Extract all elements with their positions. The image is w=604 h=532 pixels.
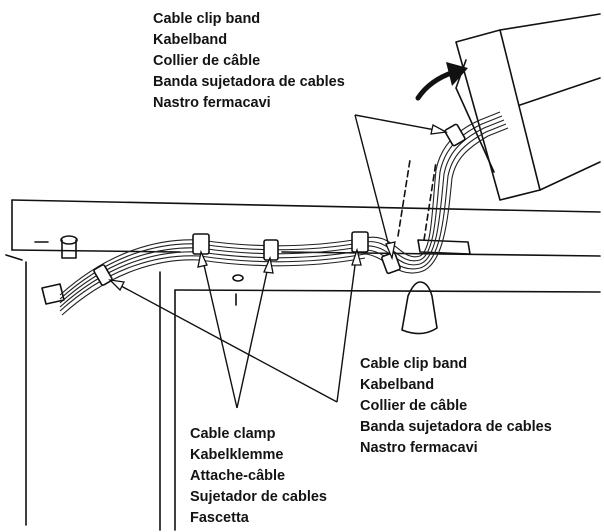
cable-clip-top (444, 123, 466, 147)
dashed-guide-2 (423, 161, 437, 241)
label-line: Cable clip band (360, 356, 468, 372)
rotate-arrow-icon (415, 62, 468, 101)
cable-harness (59, 111, 509, 316)
label-line: Cable clip band (153, 11, 261, 27)
mounting-post (60, 235, 78, 259)
cone-part (401, 281, 438, 335)
label-line: Fascetta (190, 510, 249, 526)
arrowheads (108, 124, 449, 292)
label-line: Nastro fermacavi (360, 440, 478, 456)
rail-slot (417, 239, 471, 255)
callout-bottom-label: Cable clamp Kabelklemme Attache-câble Su… (190, 424, 327, 529)
label-line: Kabelband (360, 377, 435, 393)
label-line: Sujetador de cables (190, 489, 327, 505)
cable-clip-right (381, 251, 401, 275)
machine-frame (5, 199, 601, 531)
cable-clip-left (93, 264, 113, 286)
label-line: Banda sujetadora de cables (153, 74, 345, 90)
label-line: Kabelklemme (190, 447, 284, 463)
dashed-guide (397, 159, 411, 237)
label-line: Collier de câble (360, 398, 468, 414)
label-line: Collier de câble (153, 53, 261, 69)
label-line: Attache-câble (190, 468, 286, 484)
label-line: Cable clamp (190, 426, 276, 442)
callout-right-label: Cable clip band Kabelband Collier de câb… (360, 354, 552, 459)
label-line: Banda sujetadora de cables (360, 419, 552, 435)
leader-lines (109, 114, 447, 409)
cable-clamp-3 (351, 231, 369, 253)
label-line: Nastro fermacavi (153, 95, 271, 111)
callout-top-label: Cable clip band Kabelband Collier de câb… (153, 9, 345, 114)
label-line: Kabelband (153, 32, 228, 48)
connector-housing (455, 13, 601, 201)
cable-clamp-2 (263, 239, 279, 261)
